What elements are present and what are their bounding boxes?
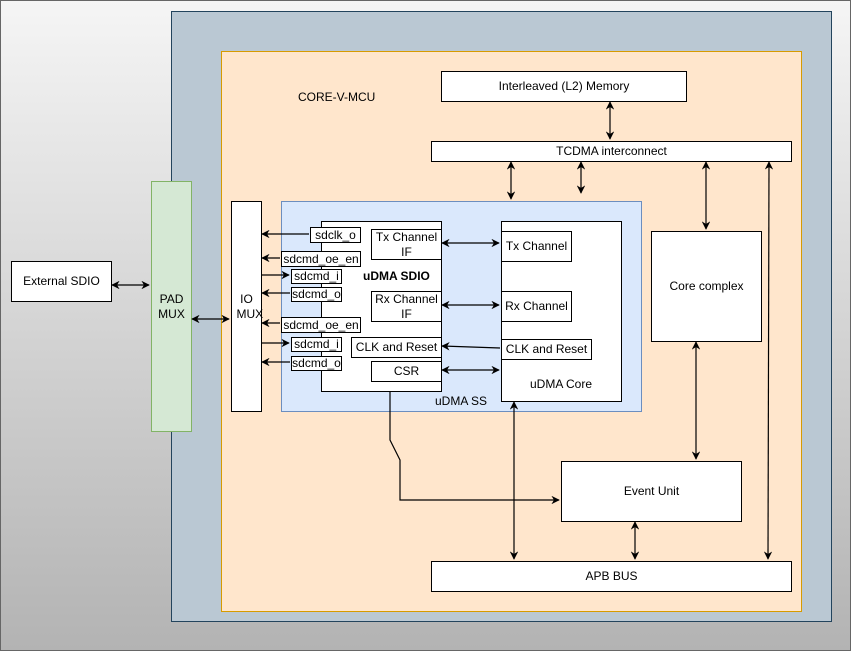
pin-label: sdcmd_oe_en: [283, 317, 359, 332]
tx-channel-label: Tx Channel: [505, 239, 568, 253]
udma-ss-label: uDMA SS: [435, 394, 488, 408]
pin-sdclk-o[interactable]: sdclk_o: [310, 227, 361, 243]
apb-bus-label: APB BUS: [585, 569, 638, 583]
pin-label: sdcmd_o: [292, 356, 341, 370]
udma-core-title: uDMA Core: [530, 377, 593, 391]
pin-sdcmd-o-1[interactable]: sdcmd_o: [291, 287, 342, 302]
apb-bus-block[interactable]: APB BUS: [431, 561, 792, 592]
l2-memory-block[interactable]: Interleaved (L2) Memory: [441, 71, 687, 102]
udma-sdio-title: uDMA SDIO: [363, 269, 430, 283]
pad-mux-label: PAD MUX: [158, 291, 185, 321]
sdio-clk-reset-label: CLK and Reset: [355, 340, 438, 354]
external-sdio-block[interactable]: External SDIO: [11, 261, 112, 302]
external-sdio-label: External SDIO: [23, 274, 100, 288]
core-complex-label: Core complex: [669, 279, 744, 293]
pin-sdcmd-oe-en-1[interactable]: sdcmd_oe_en: [281, 251, 361, 267]
io-mux-label: IO MUX: [236, 291, 264, 321]
pad-mux-block[interactable]: PAD MUX: [151, 181, 192, 432]
rx-channel-if-block[interactable]: Rx Channel IF: [371, 291, 442, 322]
pin-sdcmd-oe-en-2[interactable]: sdcmd_oe_en: [281, 317, 361, 333]
event-unit-label: Event Unit: [623, 484, 680, 498]
core-clk-reset-block[interactable]: CLK and Reset: [501, 339, 592, 360]
pin-label: sdcmd_i: [294, 269, 339, 283]
tx-channel-if-block[interactable]: Tx Channel IF: [371, 229, 442, 260]
pin-label: sdcmd_o: [292, 287, 341, 301]
core-clk-reset-label: CLK and Reset: [505, 342, 588, 356]
pin-label: sdcmd_oe_en: [283, 251, 359, 266]
core-complex-block[interactable]: Core complex: [651, 231, 762, 342]
pin-sdcmd-i-2[interactable]: sdcmd_i: [291, 337, 342, 352]
csr-label: CSR: [393, 364, 420, 378]
io-mux-block[interactable]: IO MUX: [231, 201, 264, 412]
csr-block[interactable]: CSR: [371, 361, 442, 382]
pin-sdcmd-i-1[interactable]: sdcmd_i: [291, 269, 342, 284]
event-unit-block[interactable]: Event Unit: [561, 461, 742, 522]
pin-sdcmd-o-2[interactable]: sdcmd_o: [291, 356, 342, 371]
tx-channel-block[interactable]: Tx Channel: [501, 231, 572, 262]
rx-channel-label: Rx Channel: [505, 299, 568, 313]
pin-label: sdcmd_i: [294, 337, 339, 351]
pin-label: sdclk_o: [315, 227, 356, 242]
sdio-clk-reset-block[interactable]: CLK and Reset: [351, 337, 442, 358]
tcdma-interconnect-block[interactable]: TCDMA interconnect: [431, 141, 792, 162]
rx-channel-if-label: Rx Channel IF: [375, 291, 438, 321]
tcdma-label: TCDMA interconnect: [556, 144, 667, 158]
l2-memory-label: Interleaved (L2) Memory: [498, 79, 630, 93]
core-v-mcu-label: CORE-V-MCU: [298, 90, 376, 104]
rx-channel-block[interactable]: Rx Channel: [501, 291, 572, 322]
tx-channel-if-label: Tx Channel IF: [375, 229, 438, 259]
